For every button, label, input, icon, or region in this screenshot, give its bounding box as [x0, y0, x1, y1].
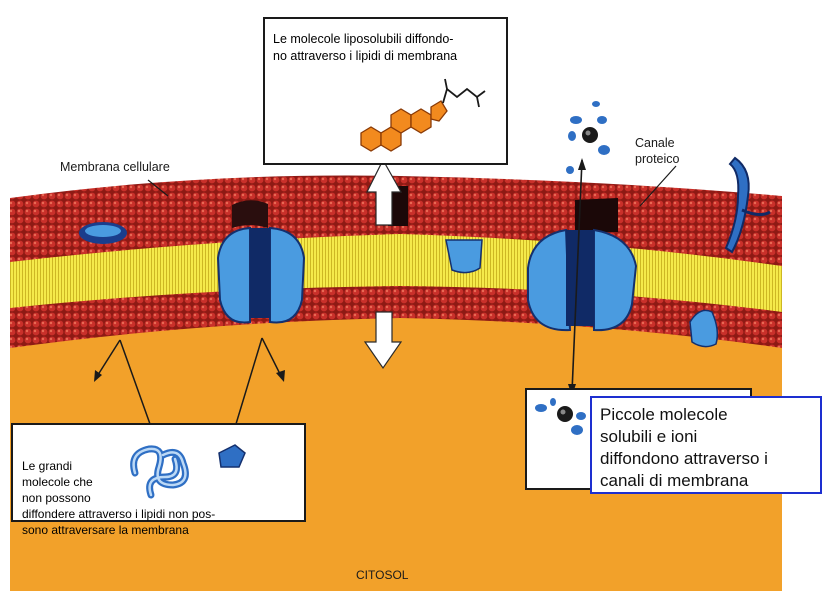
peripheral-protein — [446, 240, 482, 273]
channel-diffusion-note: Piccole molecole solubili e ioni diffond… — [590, 396, 822, 494]
membrane-cutaway — [232, 200, 268, 228]
channel-diffusion-text: Piccole molecole solubili e ioni diffond… — [600, 404, 768, 492]
channel-protein-left — [218, 228, 304, 323]
steroid-molecule-icon — [345, 67, 495, 163]
large-molecules-box: Le grandi molecole che non possono diffo… — [11, 423, 306, 522]
membrane-label: Membrana cellulare — [60, 160, 170, 174]
lipid-diffusion-text: Le molecole liposolubili diffondo- no at… — [273, 31, 457, 65]
peripheral-protein — [690, 310, 717, 346]
cytosol-label: CITOSOL — [356, 568, 408, 582]
ions-cluster — [566, 101, 610, 174]
channel-label: Canale proteico — [635, 135, 679, 167]
large-molecules-text: Le grandi molecole che non possono diffo… — [22, 458, 215, 538]
membrane-cutaway — [575, 198, 618, 232]
channel-protein-right — [528, 230, 636, 330]
lipid-diffusion-box: Le molecole liposolubili diffondo- no at… — [263, 17, 508, 165]
